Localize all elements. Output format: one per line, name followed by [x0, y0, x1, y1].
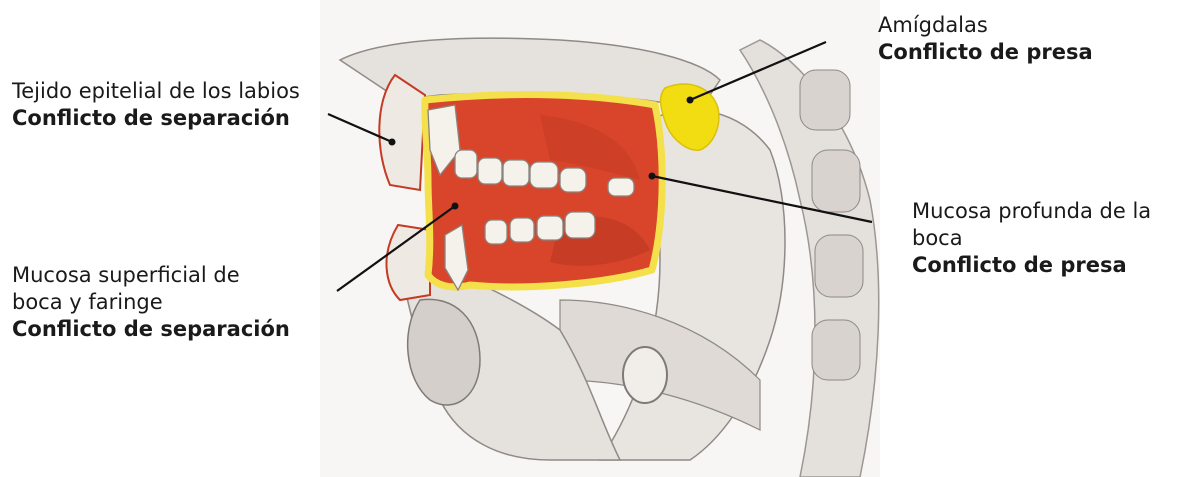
- leader-dot-deep-mucosa: [649, 173, 656, 180]
- label-lips-epithelium: Tejido epitelial de los labios Conflicto…: [12, 78, 300, 132]
- label-deep-mucosa-conflict: Conflicto de presa: [912, 252, 1151, 279]
- label-superficial-mucosa: Mucosa superficial de boca y faringe Con…: [12, 262, 290, 343]
- upper-lip: [379, 75, 425, 190]
- label-deep-mucosa: Mucosa profunda de la boca Conflicto de …: [912, 198, 1151, 279]
- label-tonsils-title: Amígdalas: [878, 12, 1093, 39]
- label-deep-mucosa-line1: Mucosa profunda de la: [912, 198, 1151, 225]
- label-deep-mucosa-line2: boca: [912, 225, 1151, 252]
- label-superficial-mucosa-conflict: Conflicto de separación: [12, 316, 290, 343]
- leader-dot-superficial-mucosa: [452, 203, 459, 210]
- lower-lip: [386, 225, 430, 300]
- label-lips-conflict: Conflicto de separación: [12, 105, 300, 132]
- leader-dot-tonsils: [687, 97, 694, 104]
- hyoid-cross-section: [623, 347, 667, 403]
- label-superficial-mucosa-line1: Mucosa superficial de: [12, 262, 290, 289]
- leader-dot-lips: [389, 139, 396, 146]
- label-tonsils-conflict: Conflicto de presa: [878, 39, 1093, 66]
- label-tonsils: Amígdalas Conflicto de presa: [878, 12, 1093, 66]
- label-lips-title: Tejido epitelial de los labios: [12, 78, 300, 105]
- label-superficial-mucosa-line2: boca y faringe: [12, 289, 290, 316]
